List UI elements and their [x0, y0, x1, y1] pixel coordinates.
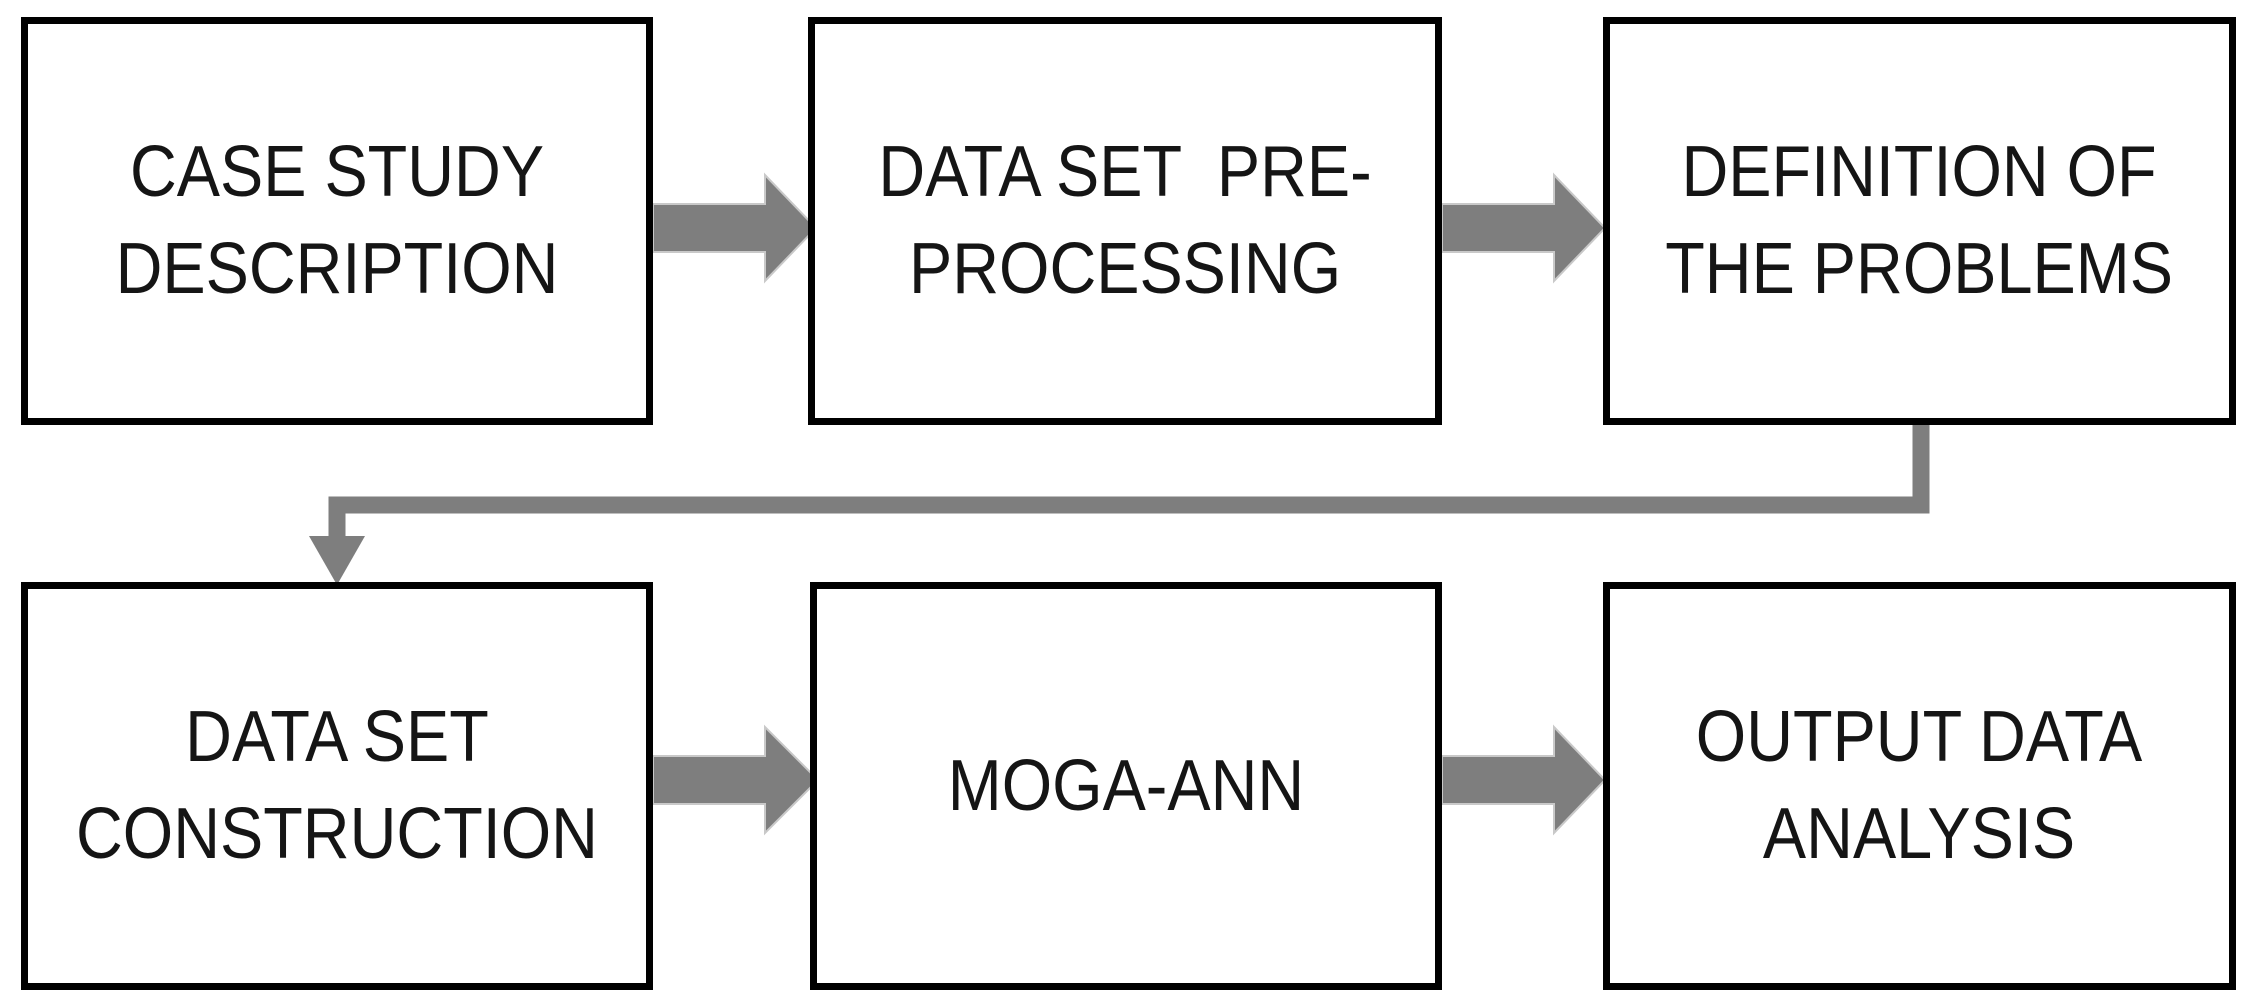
box-case-study-description: CASE STUDY DESCRIPTION [21, 17, 653, 425]
box-label-case-study-description: CASE STUDY DESCRIPTION [115, 132, 559, 309]
box-label-data-set-construction: DATA SET CONSTRUCTION [75, 697, 598, 874]
box-label-output-data-analysis: OUTPUT DATA ANALYSIS [1696, 697, 2143, 874]
box-output-data-analysis: OUTPUT DATA ANALYSIS [1603, 582, 2236, 990]
elbow-connector-definition-to-construction [328, 420, 1930, 540]
box-definition-of-the-problems: DEFINITION OF THE PROBLEMS [1603, 17, 2236, 425]
arrow-construction-to-moga-ann-icon [652, 724, 820, 836]
arrow-moga-ann-to-output-icon [1441, 724, 1607, 836]
box-data-set-construction: DATA SET CONSTRUCTION [21, 582, 653, 990]
arrow-pre-processing-to-definition-icon [1441, 172, 1607, 284]
arrow-case-study-to-pre-processing-icon [652, 172, 818, 284]
box-label-definition-of-the-problems: DEFINITION OF THE PROBLEMS [1665, 132, 2174, 309]
box-label-data-set-pre-processing: DATA SET PRE- PROCESSING [878, 132, 1372, 309]
box-moga-ann: MOGA-ANN [810, 582, 1442, 990]
box-label-moga-ann: MOGA-ANN [947, 745, 1305, 826]
box-data-set-pre-processing: DATA SET PRE- PROCESSING [808, 17, 1442, 425]
elbow-connector-arrowhead-icon [309, 536, 365, 585]
